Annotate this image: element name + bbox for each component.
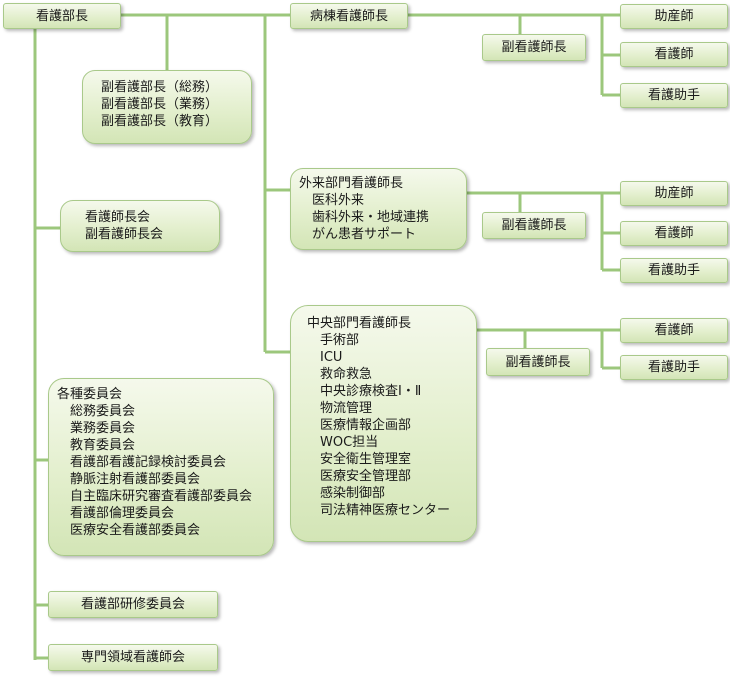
training-committee-box: 看護部研修委員会 xyxy=(48,591,218,618)
central-nurse-box: 看護師 xyxy=(620,318,728,343)
committees-title: 各種委員会 xyxy=(57,387,123,402)
outpatient-nursing-assistant-box: 看護助手 xyxy=(620,258,728,283)
outpatient-unit-cancer-support: がん患者サポート xyxy=(312,227,417,242)
central-head-nurse-box: 中央部門看護師長 手術部 ICU 救命救急 中央診療検査Ⅰ・Ⅱ 物流管理 医療情… xyxy=(290,305,477,542)
central-nursing-assistant-label: 看護助手 xyxy=(647,360,700,375)
outpatient-deputy-label: 副看護師長 xyxy=(501,218,567,233)
deputy-directors-box: 副看護部長（総務） 副看護部長（業務） 副看護部長（教育） xyxy=(82,70,252,144)
central-nursing-assistant-box: 看護助手 xyxy=(620,355,728,380)
deputy-head-nurse-council: 副看護師長会 xyxy=(85,227,164,242)
committee-item: 看護部倫理委員会 xyxy=(70,506,175,521)
outpatient-deputy-box: 副看護師長 xyxy=(482,212,586,239)
outpatient-head-nurse-label: 外来部門看護師長 xyxy=(299,176,404,191)
ward-deputy-label: 副看護師長 xyxy=(501,40,567,55)
central-unit: 医療安全管理部 xyxy=(320,469,412,484)
ward-nursing-assistant-label: 看護助手 xyxy=(647,88,700,103)
outpatient-head-nurse-box: 外来部門看護師長 医科外来 歯科外来・地域連携 がん患者サポート xyxy=(290,168,467,250)
committee-item: 医療安全看護部委員会 xyxy=(70,523,201,538)
committee-item: 静脈注射看護部委員会 xyxy=(70,472,201,487)
committee-item: 看護部看護記録検討委員会 xyxy=(70,455,227,470)
outpatient-nurse-label: 看護師 xyxy=(654,226,694,241)
specialist-nurses-box: 専門領域看護師会 xyxy=(48,644,218,671)
training-committee-label: 看護部研修委員会 xyxy=(80,597,185,612)
committees-box: 各種委員会 総務委員会 業務委員会 教育委員会 看護部看護記録検討委員会 静脈注… xyxy=(48,378,274,556)
outpatient-nursing-assistant-label: 看護助手 xyxy=(647,263,700,278)
central-unit: 救命救急 xyxy=(320,367,373,382)
central-nurse-label: 看護師 xyxy=(654,323,694,338)
ward-midwife-label: 助産師 xyxy=(654,9,694,24)
central-unit: 感染制御部 xyxy=(320,486,386,501)
ward-deputy-box: 副看護師長 xyxy=(482,34,586,61)
ward-head-nurse-box: 病棟看護師長 xyxy=(290,3,408,29)
central-unit: 手術部 xyxy=(320,333,360,348)
outpatient-midwife-label: 助産師 xyxy=(654,186,694,201)
ward-nursing-assistant-box: 看護助手 xyxy=(620,83,728,108)
ward-nurse-box: 看護師 xyxy=(620,42,728,67)
councils-box: 看護師長会 副看護師長会 xyxy=(60,200,220,252)
central-unit: WOC担当 xyxy=(320,435,379,450)
deputy-director-general: 副看護部長（総務） xyxy=(101,80,219,95)
central-head-nurse-label: 中央部門看護師長 xyxy=(307,316,412,331)
central-unit: 医療情報企画部 xyxy=(320,418,412,433)
committee-item: 総務委員会 xyxy=(70,404,136,419)
ward-head-nurse-label: 病棟看護師長 xyxy=(309,8,388,24)
central-unit: ICU xyxy=(320,350,343,365)
outpatient-midwife-box: 助産師 xyxy=(620,181,728,206)
deputy-director-operations: 副看護部長（業務） xyxy=(101,97,219,112)
committee-item: 自主臨床研究審査看護部委員会 xyxy=(70,489,253,504)
outpatient-unit-dental: 歯科外来・地域連携 xyxy=(312,210,430,225)
head-nurse-council: 看護師長会 xyxy=(85,210,151,225)
central-deputy-box: 副看護師長 xyxy=(486,348,590,376)
committee-item: 教育委員会 xyxy=(70,438,136,453)
outpatient-unit-medical: 医科外来 xyxy=(312,193,365,208)
outpatient-nurse-box: 看護師 xyxy=(620,221,728,246)
central-unit: 中央診療検査Ⅰ・Ⅱ xyxy=(320,384,422,399)
central-unit: 司法精神医療センター xyxy=(320,503,451,518)
deputy-director-education: 副看護部長（教育） xyxy=(101,114,219,129)
ward-midwife-box: 助産師 xyxy=(620,4,728,29)
central-unit: 安全衛生管理室 xyxy=(320,452,412,467)
central-unit: 物流管理 xyxy=(320,401,373,416)
nursing-director-box: 看護部長 xyxy=(3,3,121,29)
committee-item: 業務委員会 xyxy=(70,421,136,436)
ward-nurse-label: 看護師 xyxy=(654,47,694,62)
specialist-nurses-label: 専門領域看護師会 xyxy=(80,650,185,665)
nursing-director-label: 看護部長 xyxy=(35,8,88,24)
central-deputy-label: 副看護師長 xyxy=(505,354,571,370)
